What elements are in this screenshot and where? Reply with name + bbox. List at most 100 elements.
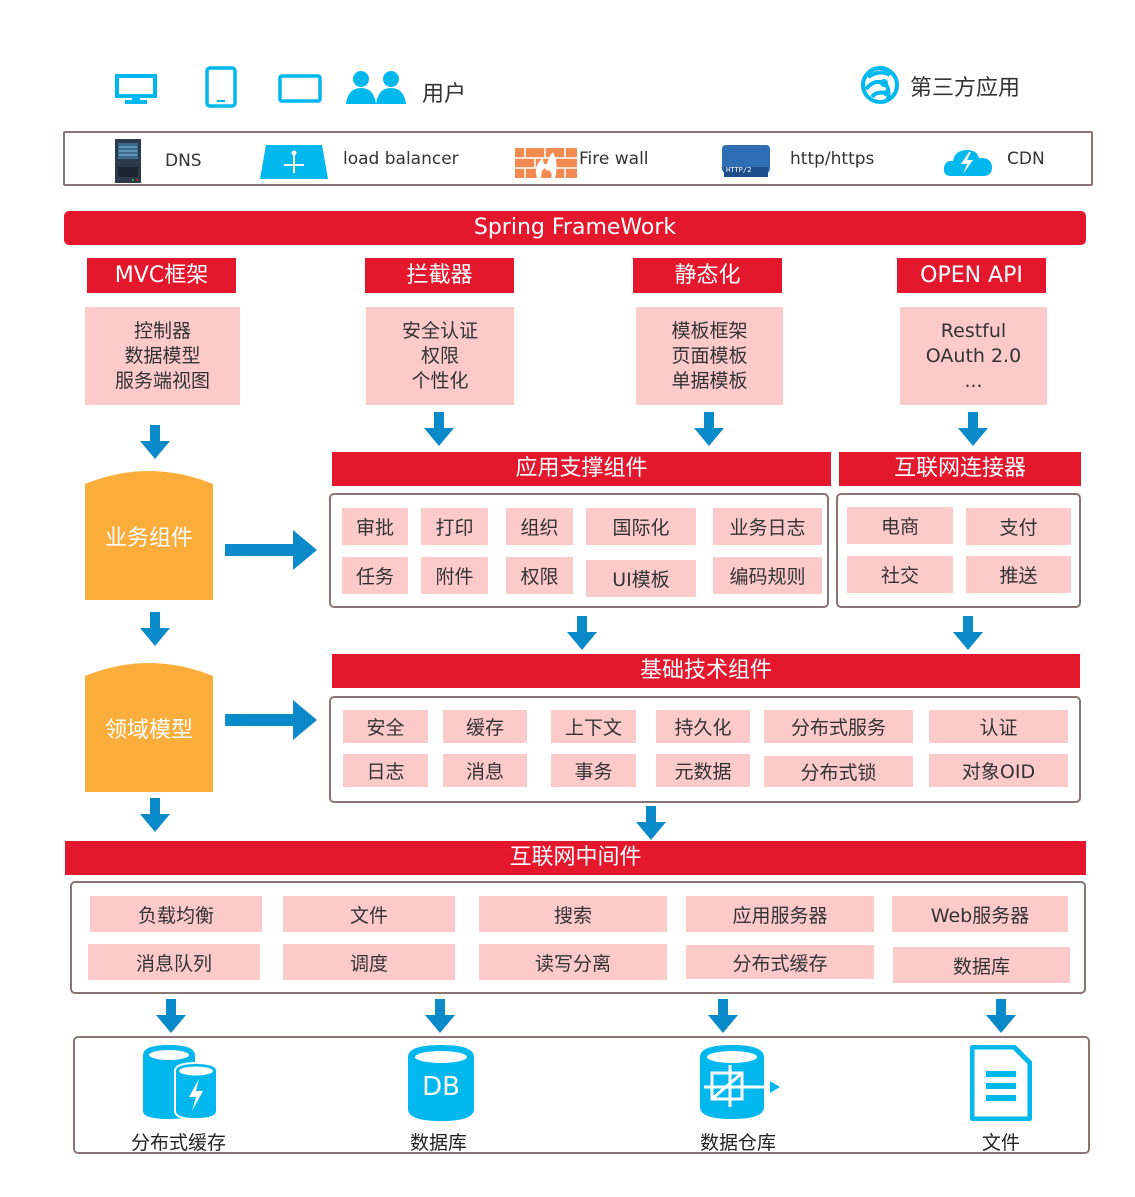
server-icon — [115, 139, 141, 183]
module-body-open-api: Restful OAuth 2.0 ... — [900, 307, 1047, 405]
arrow-down-icon — [953, 616, 983, 650]
app-support-item: 打印 — [421, 508, 488, 545]
spring-framework-bar: Spring FrameWork — [64, 211, 1086, 245]
network-label-dns: DNS — [165, 151, 202, 171]
app-support-item: UI模板 — [586, 560, 696, 597]
third-party-label: 第三方应用 — [910, 76, 1021, 101]
base-tech-item: 缓存 — [443, 710, 527, 743]
base-tech-item: 分布式锁 — [764, 756, 913, 787]
module-line: 权限 — [420, 344, 459, 367]
file-icon — [970, 1045, 1032, 1121]
load-balancer-icon — [260, 145, 328, 179]
app-support-item: 业务日志 — [713, 508, 822, 545]
middleware-item: Web服务器 — [892, 896, 1068, 932]
base-tech-item: 日志 — [343, 754, 428, 787]
base-tech-title: 基础技术组件 — [332, 654, 1080, 688]
arrow-down-icon — [140, 612, 170, 646]
module-line: OAuth 2.0 — [925, 344, 1022, 367]
connector-item: 社交 — [847, 556, 953, 593]
storage-label-cache: 分布式缓存 — [131, 1132, 227, 1154]
arrow-down-icon — [140, 798, 170, 832]
middleware-item: 应用服务器 — [686, 896, 874, 932]
storage-label-database: 数据库 — [410, 1132, 468, 1154]
desktop-icon — [115, 74, 157, 104]
internet-connector-title: 互联网连接器 — [839, 452, 1081, 486]
network-label-firewall: Fire wall — [579, 149, 649, 169]
arrow-right-icon — [225, 700, 317, 740]
app-support-item: 任务 — [342, 557, 408, 594]
http2-badge: HTTP/2 — [726, 166, 752, 174]
module-line: 个性化 — [411, 369, 469, 392]
firewall-icon — [515, 148, 577, 178]
http2-icon — [722, 145, 770, 177]
app-support-item: 审批 — [342, 508, 408, 545]
storage-panel — [73, 1036, 1090, 1154]
middleware-item: 分布式缓存 — [686, 945, 874, 979]
data-warehouse-icon — [700, 1045, 780, 1119]
base-tech-item: 分布式服务 — [764, 710, 913, 743]
arrow-down-icon — [424, 412, 454, 446]
middleware-title: 互联网中间件 — [65, 841, 1086, 875]
database-icon — [408, 1045, 474, 1121]
module-line: Restful — [940, 319, 1007, 342]
tablet-icon — [278, 74, 322, 103]
module-title-mvc: MVC框架 — [87, 258, 236, 293]
distributed-cache-icon — [143, 1045, 218, 1119]
module-line: ... — [964, 369, 983, 392]
base-tech-item: 上下文 — [551, 710, 636, 743]
arrow-down-icon — [636, 806, 666, 840]
database-glyph: DB — [422, 1072, 460, 1102]
network-label-cdn: CDN — [1007, 149, 1045, 169]
business-component-shape — [85, 471, 213, 600]
arrow-down-icon — [156, 999, 186, 1033]
domain-model-shape — [85, 663, 213, 792]
module-body-interceptor: 安全认证 权限 个性化 — [366, 307, 514, 405]
module-line: 模板框架 — [671, 319, 748, 342]
base-tech-item: 安全 — [343, 710, 428, 743]
base-tech-item: 事务 — [551, 754, 636, 787]
app-support-item: 组织 — [506, 508, 573, 545]
module-line: 数据模型 — [124, 344, 201, 367]
business-component-label: 业务组件 — [104, 526, 193, 551]
arrow-down-icon — [708, 999, 738, 1033]
arrow-down-icon — [140, 425, 170, 459]
base-tech-item: 消息 — [443, 754, 527, 787]
cloud-icon — [943, 150, 992, 176]
connector-item: 电商 — [847, 507, 953, 544]
base-tech-item: 认证 — [929, 710, 1068, 743]
module-title-static: 静态化 — [633, 258, 782, 293]
arrow-right-icon — [225, 530, 317, 570]
module-body-static: 模板框架 页面模板 单据模板 — [636, 307, 783, 405]
network-label-load-balancer: load balancer — [343, 149, 459, 169]
module-line: 安全认证 — [401, 319, 478, 342]
network-label-http: http/https — [790, 149, 875, 169]
storage-label-warehouse: 数据仓库 — [700, 1132, 777, 1154]
middleware-item: 数据库 — [893, 947, 1070, 983]
base-tech-item: 元数据 — [656, 754, 750, 787]
app-support-item: 权限 — [506, 557, 573, 594]
base-tech-item: 对象OID — [929, 754, 1068, 787]
arrow-down-icon — [958, 412, 988, 446]
middleware-item: 负载均衡 — [90, 896, 262, 932]
arrow-down-icon — [986, 999, 1016, 1033]
module-line: 单据模板 — [671, 369, 748, 392]
module-line: 控制器 — [133, 319, 191, 342]
base-tech-item: 持久化 — [656, 710, 750, 743]
middleware-item: 调度 — [283, 944, 455, 980]
phone-icon — [205, 66, 237, 108]
middleware-item: 搜索 — [479, 896, 667, 932]
middleware-item: 读写分离 — [479, 944, 667, 980]
app-support-item: 编码规则 — [713, 557, 822, 594]
arrow-down-icon — [694, 412, 724, 446]
module-title-open-api: OPEN API — [897, 258, 1046, 293]
app-support-item: 附件 — [421, 557, 488, 594]
users-icon — [346, 71, 406, 104]
module-title-interceptor: 拦截器 — [365, 258, 514, 293]
app-support-title: 应用支撑组件 — [332, 452, 831, 486]
module-line: 页面模板 — [671, 344, 748, 367]
middleware-item: 文件 — [283, 896, 455, 932]
arrow-down-icon — [567, 616, 597, 650]
third-party-app: 第三方应用 — [860, 62, 1060, 106]
app-support-item: 国际化 — [586, 508, 696, 545]
users-row: 用户 — [110, 62, 510, 112]
